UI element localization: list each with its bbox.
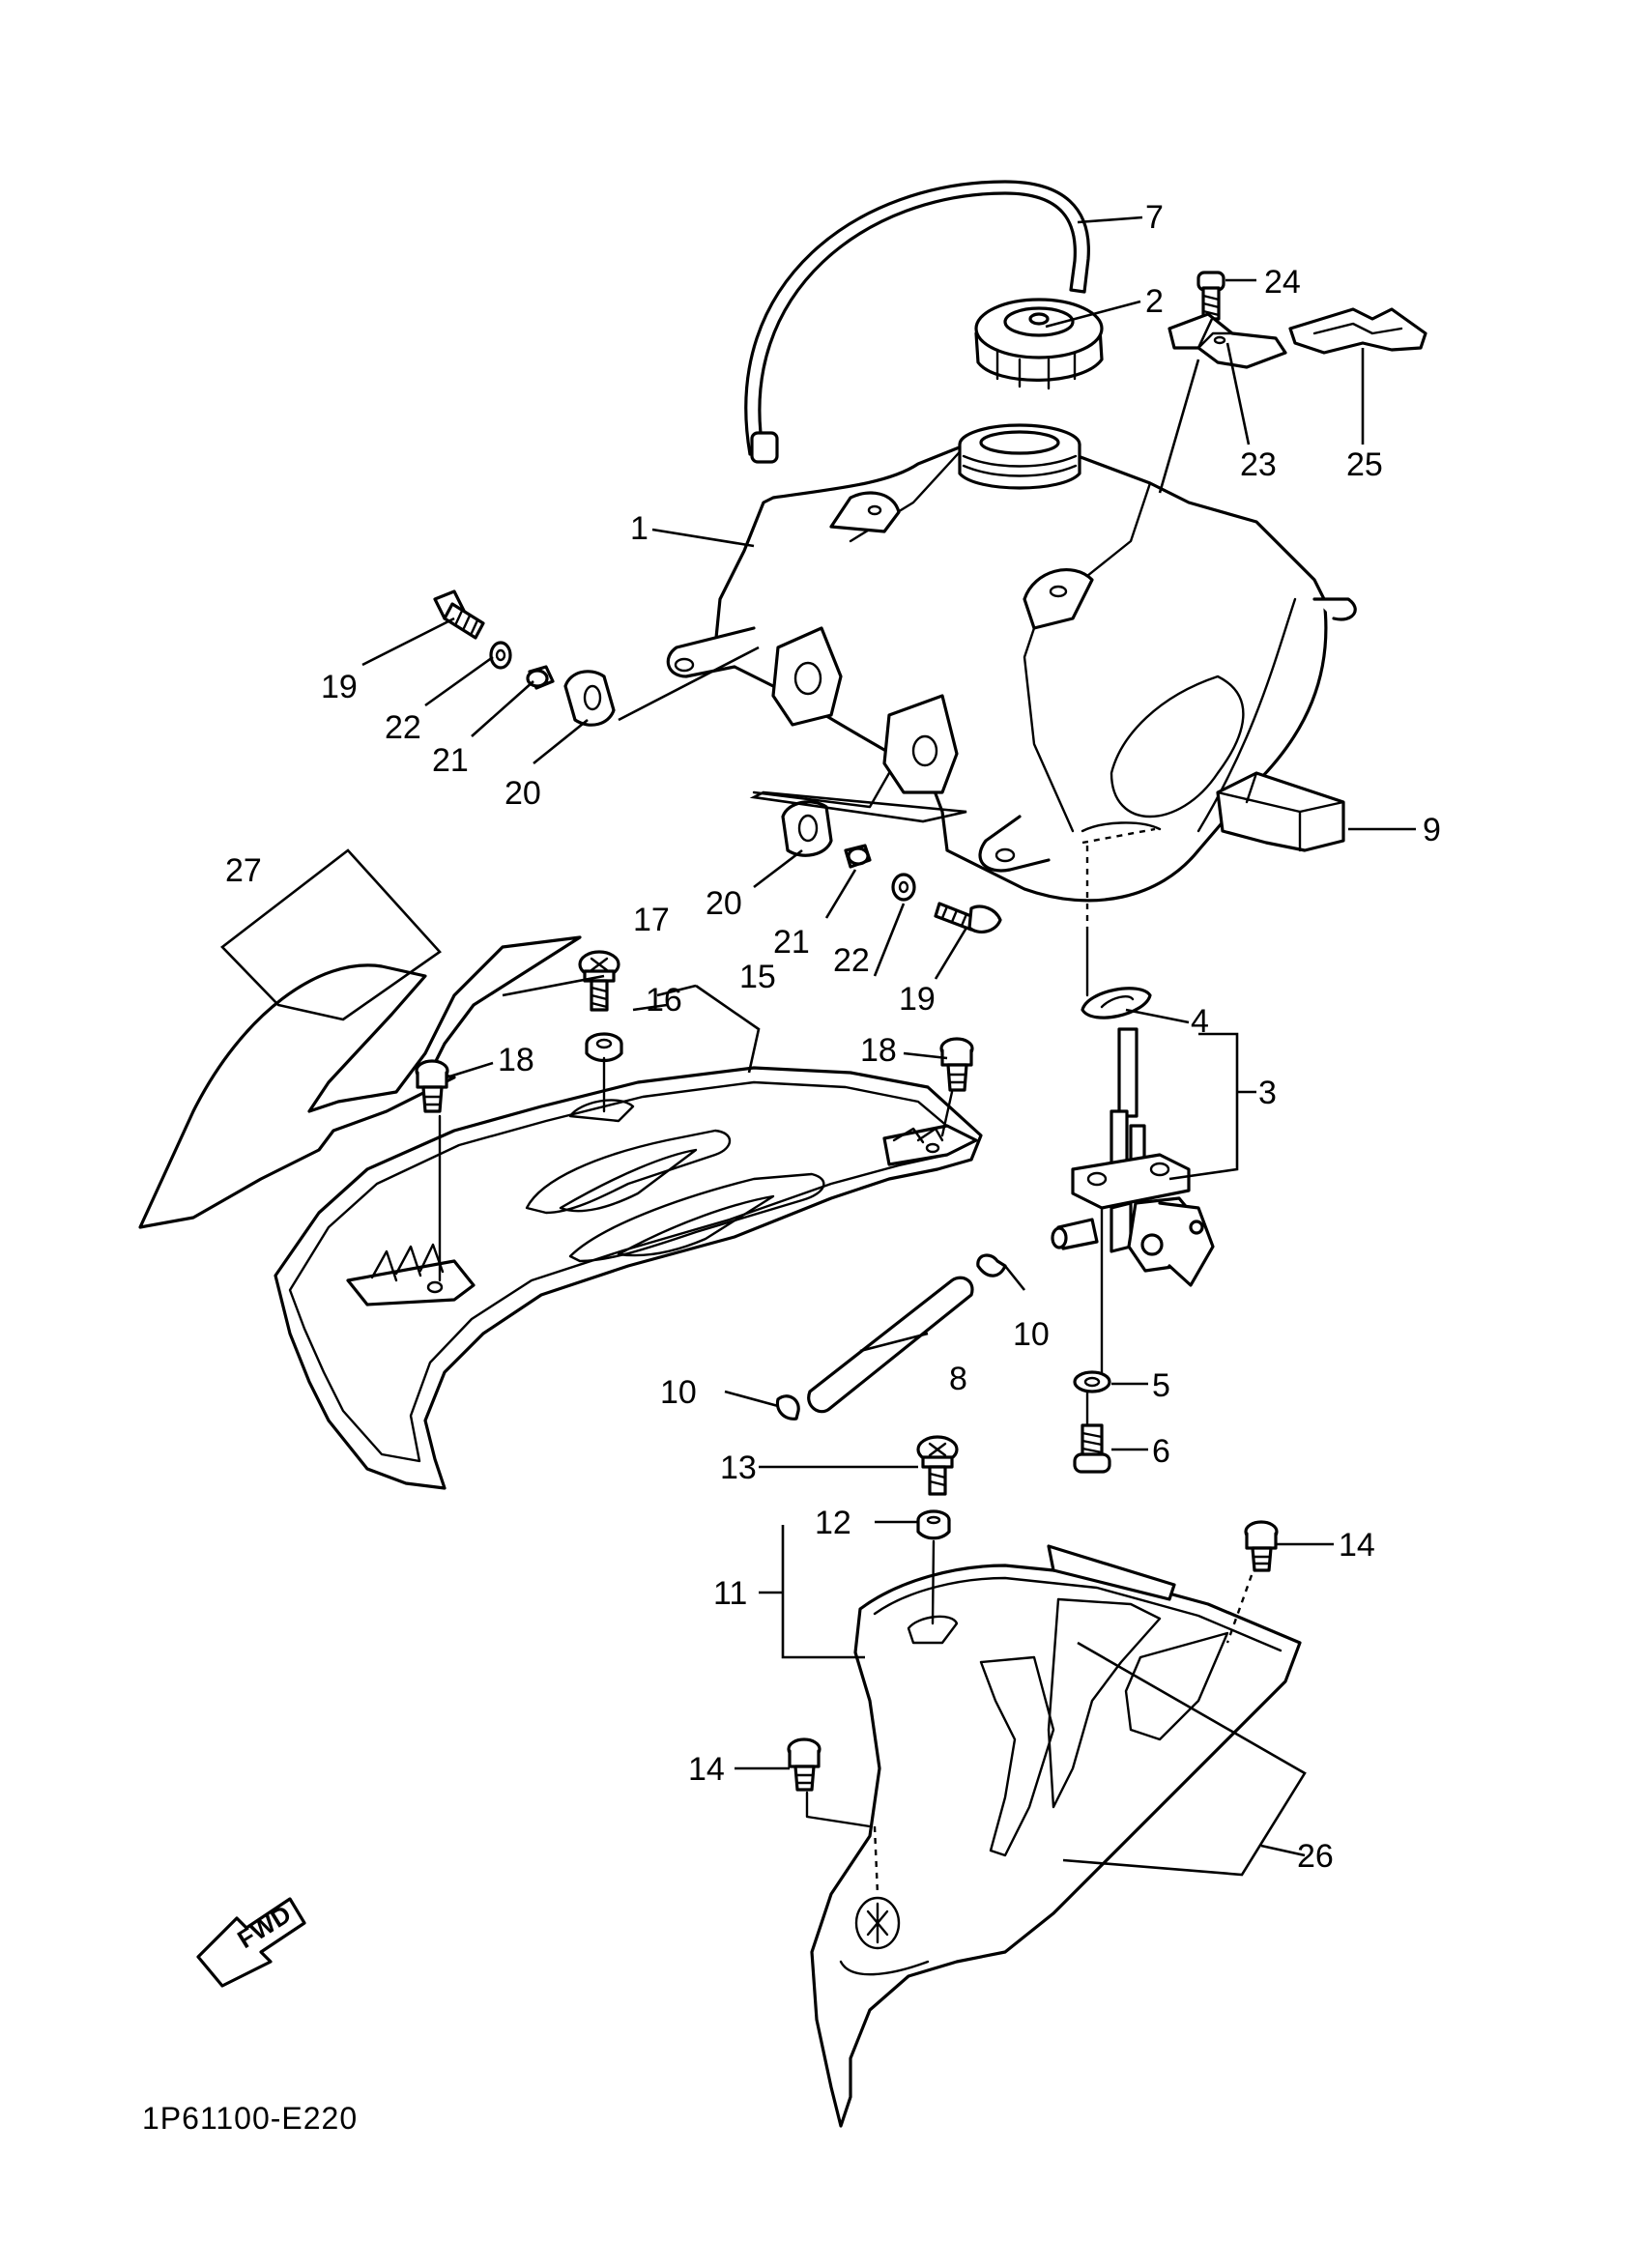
bolt-19-upper — [433, 589, 485, 640]
collar-12 — [916, 1509, 951, 1540]
callout-7: 7 — [1145, 199, 1164, 236]
rivet-14-right — [1244, 1520, 1279, 1572]
rivet-18-left — [415, 1059, 449, 1113]
callout-10-left: 10 — [660, 1374, 697, 1411]
callout-17: 17 — [633, 902, 670, 938]
damper-20-lower — [781, 800, 833, 857]
callout-20-lower: 20 — [706, 885, 742, 922]
callout-24: 24 — [1264, 264, 1301, 301]
callout-8: 8 — [949, 1361, 967, 1397]
callout-2: 2 — [1145, 283, 1164, 320]
callout-21-lower: 21 — [773, 924, 810, 961]
washer-22-lower — [891, 873, 916, 902]
fuel-hose-8 — [807, 1276, 974, 1414]
callout-10-right: 10 — [1013, 1316, 1050, 1353]
screw-6 — [1073, 1423, 1111, 1474]
callout-19-upper: 19 — [321, 669, 358, 705]
leader-lines — [220, 215, 1416, 1877]
screw-17 — [578, 950, 620, 1012]
callout-26: 26 — [1297, 1838, 1334, 1875]
bracket-23 — [1167, 312, 1287, 369]
side-cover-15 — [274, 1066, 983, 1490]
assembly-lines — [438, 771, 1254, 1895]
screw-13 — [916, 1435, 959, 1496]
callout-15: 15 — [739, 959, 776, 995]
callout-numbers: 7 2 24 23 25 1 19 22 21 20 9 27 20 21 22… — [225, 199, 1441, 1875]
callout-6: 6 — [1152, 1433, 1170, 1470]
washer-22-upper — [489, 641, 512, 670]
callout-21-upper: 21 — [432, 742, 469, 779]
callout-23: 23 — [1240, 446, 1277, 483]
rivet-14-left — [787, 1737, 822, 1792]
side-cover-11 — [810, 1544, 1302, 2128]
callout-27: 27 — [225, 852, 262, 889]
collar-21-lower — [844, 844, 872, 869]
callout-18-right: 18 — [860, 1032, 897, 1069]
callout-5: 5 — [1152, 1367, 1170, 1404]
callout-1: 1 — [630, 510, 649, 547]
fuel-cock-3 — [1051, 1027, 1215, 1287]
diagram-code: 1P61100-E220 — [142, 2101, 358, 2136]
callout-4: 4 — [1191, 1003, 1209, 1040]
forward-arrow: FWD — [196, 1897, 306, 1988]
callout-3: 3 — [1258, 1075, 1277, 1111]
callout-20-upper: 20 — [504, 775, 541, 812]
callout-22-upper: 22 — [385, 709, 421, 746]
breather-hose — [744, 180, 1090, 464]
bolt-19-lower — [934, 902, 1002, 934]
callout-19-lower: 19 — [899, 981, 936, 1018]
damper-20-upper — [563, 670, 616, 727]
fuel-cap — [974, 298, 1104, 390]
clip-25 — [1288, 307, 1427, 355]
callout-18-left: 18 — [498, 1042, 534, 1078]
callout-16: 16 — [646, 982, 682, 1019]
collar-16 — [585, 1032, 623, 1063]
callout-11: 11 — [713, 1575, 747, 1612]
fuel-tank — [666, 423, 1357, 903]
washer-5 — [1073, 1370, 1111, 1393]
callout-12: 12 — [815, 1505, 851, 1541]
screw-24 — [1196, 271, 1225, 321]
callout-14-right: 14 — [1339, 1527, 1375, 1564]
damper-9 — [1216, 771, 1345, 852]
callout-13: 13 — [720, 1450, 757, 1486]
clip-10-left — [775, 1394, 800, 1421]
clip-10-right — [976, 1253, 1007, 1278]
callout-22-lower: 22 — [833, 942, 870, 979]
callout-9: 9 — [1423, 812, 1441, 848]
callout-25: 25 — [1346, 446, 1383, 483]
callout-14-left: 14 — [688, 1751, 725, 1788]
collar-21-upper — [526, 665, 555, 690]
rivet-18-right — [939, 1037, 974, 1092]
